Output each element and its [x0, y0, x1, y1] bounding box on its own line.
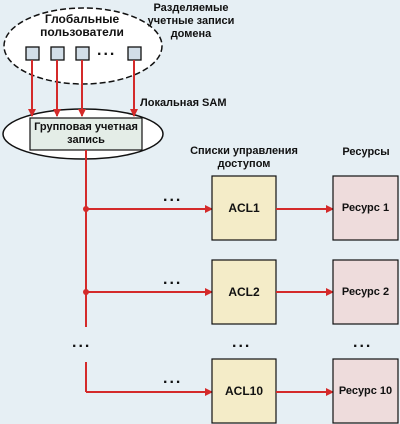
user-square [127, 46, 142, 61]
resource-label: Ресурс 2 [341, 285, 390, 298]
shared-accounts-label: Разделяемые учетные записи домена [147, 2, 235, 40]
users-ellipsis: ... [97, 42, 117, 59]
resources-header: Ресурсы [342, 146, 390, 158]
user-square [25, 46, 40, 61]
ellipsis-acl-column: ... [232, 334, 252, 351]
ellipsis-row2: ... [163, 271, 183, 288]
acl-header: Списки управления доступом [190, 145, 298, 170]
resource-label: Ресурс 1 [341, 201, 390, 214]
resource-label: Ресурс 10 [338, 384, 393, 397]
user-square [75, 46, 90, 61]
global-users-label: Глобальные пользователи [40, 12, 124, 39]
local-sam-label: Локальная SAM [140, 97, 227, 109]
acl-label: ACL1 [228, 200, 260, 215]
group-account-box [29, 117, 143, 151]
ellipsis-row10: ... [163, 370, 183, 387]
resource-box [332, 358, 399, 424]
resource-box [332, 259, 399, 325]
ellipsis-row1: ... [163, 188, 183, 205]
acl-box [211, 175, 277, 241]
resource-box [332, 175, 399, 241]
group-account-label: Групповая учетная запись [34, 121, 138, 146]
user-square [50, 46, 65, 61]
acl-label: ACL2 [228, 284, 260, 299]
ellipsis-resource-column: ... [353, 334, 373, 351]
ellipsis-trunk: ... [72, 334, 92, 351]
acl-label: ACL10 [224, 383, 263, 398]
acl-box [211, 259, 277, 325]
